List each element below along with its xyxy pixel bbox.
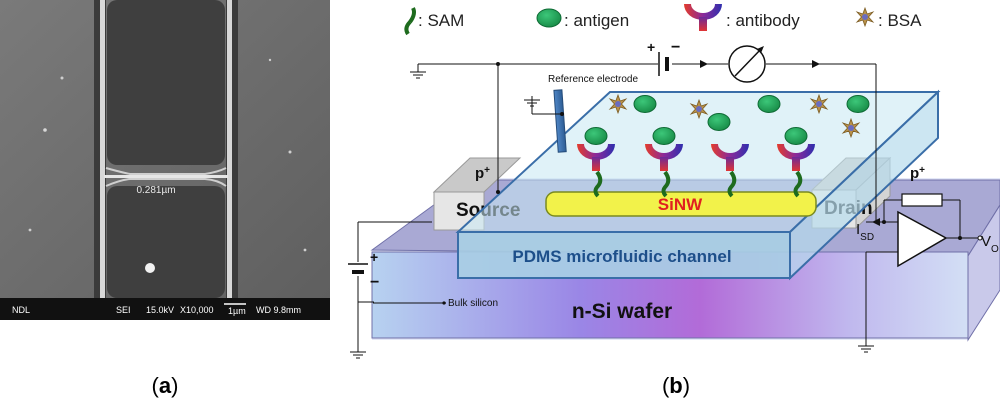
substrate-bias-wires [357, 221, 432, 352]
vo-label: V [981, 233, 991, 250]
sem-working-distance: WD 9.8mm [256, 305, 301, 315]
p-plus-right-label: p [910, 165, 919, 182]
sem-voltage: 15.0kV [146, 305, 174, 315]
legend-antibody-label: : antibody [726, 11, 800, 30]
legend-bsa-label: : BSA [878, 11, 922, 30]
caption-a: (a) [152, 373, 179, 398]
bsa-legend-icon [856, 7, 874, 27]
antibody-legend-icon [684, 4, 722, 31]
pdms-label: PDMS microfluidic channel [512, 247, 731, 266]
antigens [584, 95, 870, 145]
antigen-legend-icon [536, 8, 562, 28]
reference-electrode-label: Reference electrode [548, 74, 638, 85]
svg-text:p+: p+ [910, 165, 925, 183]
top-circuit-wires [417, 63, 877, 222]
ammeter-icon [728, 45, 766, 83]
left-ground-icon [350, 351, 366, 359]
p-plus-left-sup: + [484, 165, 490, 176]
gate-minus-label: − [671, 39, 680, 56]
sinw-label: SiNW [658, 195, 703, 214]
isd-sub-label: SD [860, 232, 874, 243]
panel-a-sem-image: 0.281µm NDL SEI 15.0kV X10,000 1µm WD 9.… [0, 0, 330, 320]
top-ground-icon [410, 71, 426, 79]
sam-legend-icon [404, 7, 416, 36]
svg-text:VO: VO [981, 233, 999, 255]
op-amp-icon [897, 210, 948, 268]
legend: : SAM : antigen : antibody : BSA [404, 4, 922, 36]
right-ground-icon [858, 345, 874, 353]
wafer-label: n-Si wafer [572, 300, 672, 323]
bulk-silicon-label: Bulk silicon [448, 298, 498, 309]
reference-electrode [553, 89, 567, 153]
p-plus-right-sup: + [919, 165, 925, 176]
panel-b-diagram: : SAM : antigen : antibody : BSA n-Si wa… [348, 4, 1000, 359]
svg-text:p+: p+ [475, 165, 490, 183]
feedback-resistor-icon [901, 193, 943, 207]
sem-lab: NDL [12, 305, 30, 315]
pdms-channel-front [457, 231, 791, 279]
p-plus-left-label: p [475, 165, 484, 182]
sem-scale: 1µm [228, 306, 246, 316]
legend-antigen-label: : antigen [564, 11, 629, 30]
sam-linkers [593, 170, 803, 198]
substrate-minus-label: − [370, 274, 379, 291]
caption-b: (b) [662, 373, 690, 398]
gate-plus-label: + [647, 39, 655, 55]
ref-ground-icon [524, 99, 540, 107]
sem-magnification: X10,000 [180, 305, 214, 315]
svg-text:ISD: ISD [856, 221, 874, 243]
substrate-plus-label: + [370, 249, 378, 265]
sem-detector: SEI [116, 305, 131, 315]
sinw-nanowire [545, 191, 817, 217]
legend-sam-label: : SAM [418, 11, 464, 30]
sem-measure-label: 0.281µm [136, 185, 175, 196]
vo-sub-label: O [991, 244, 999, 255]
isd-label: I [856, 221, 860, 238]
